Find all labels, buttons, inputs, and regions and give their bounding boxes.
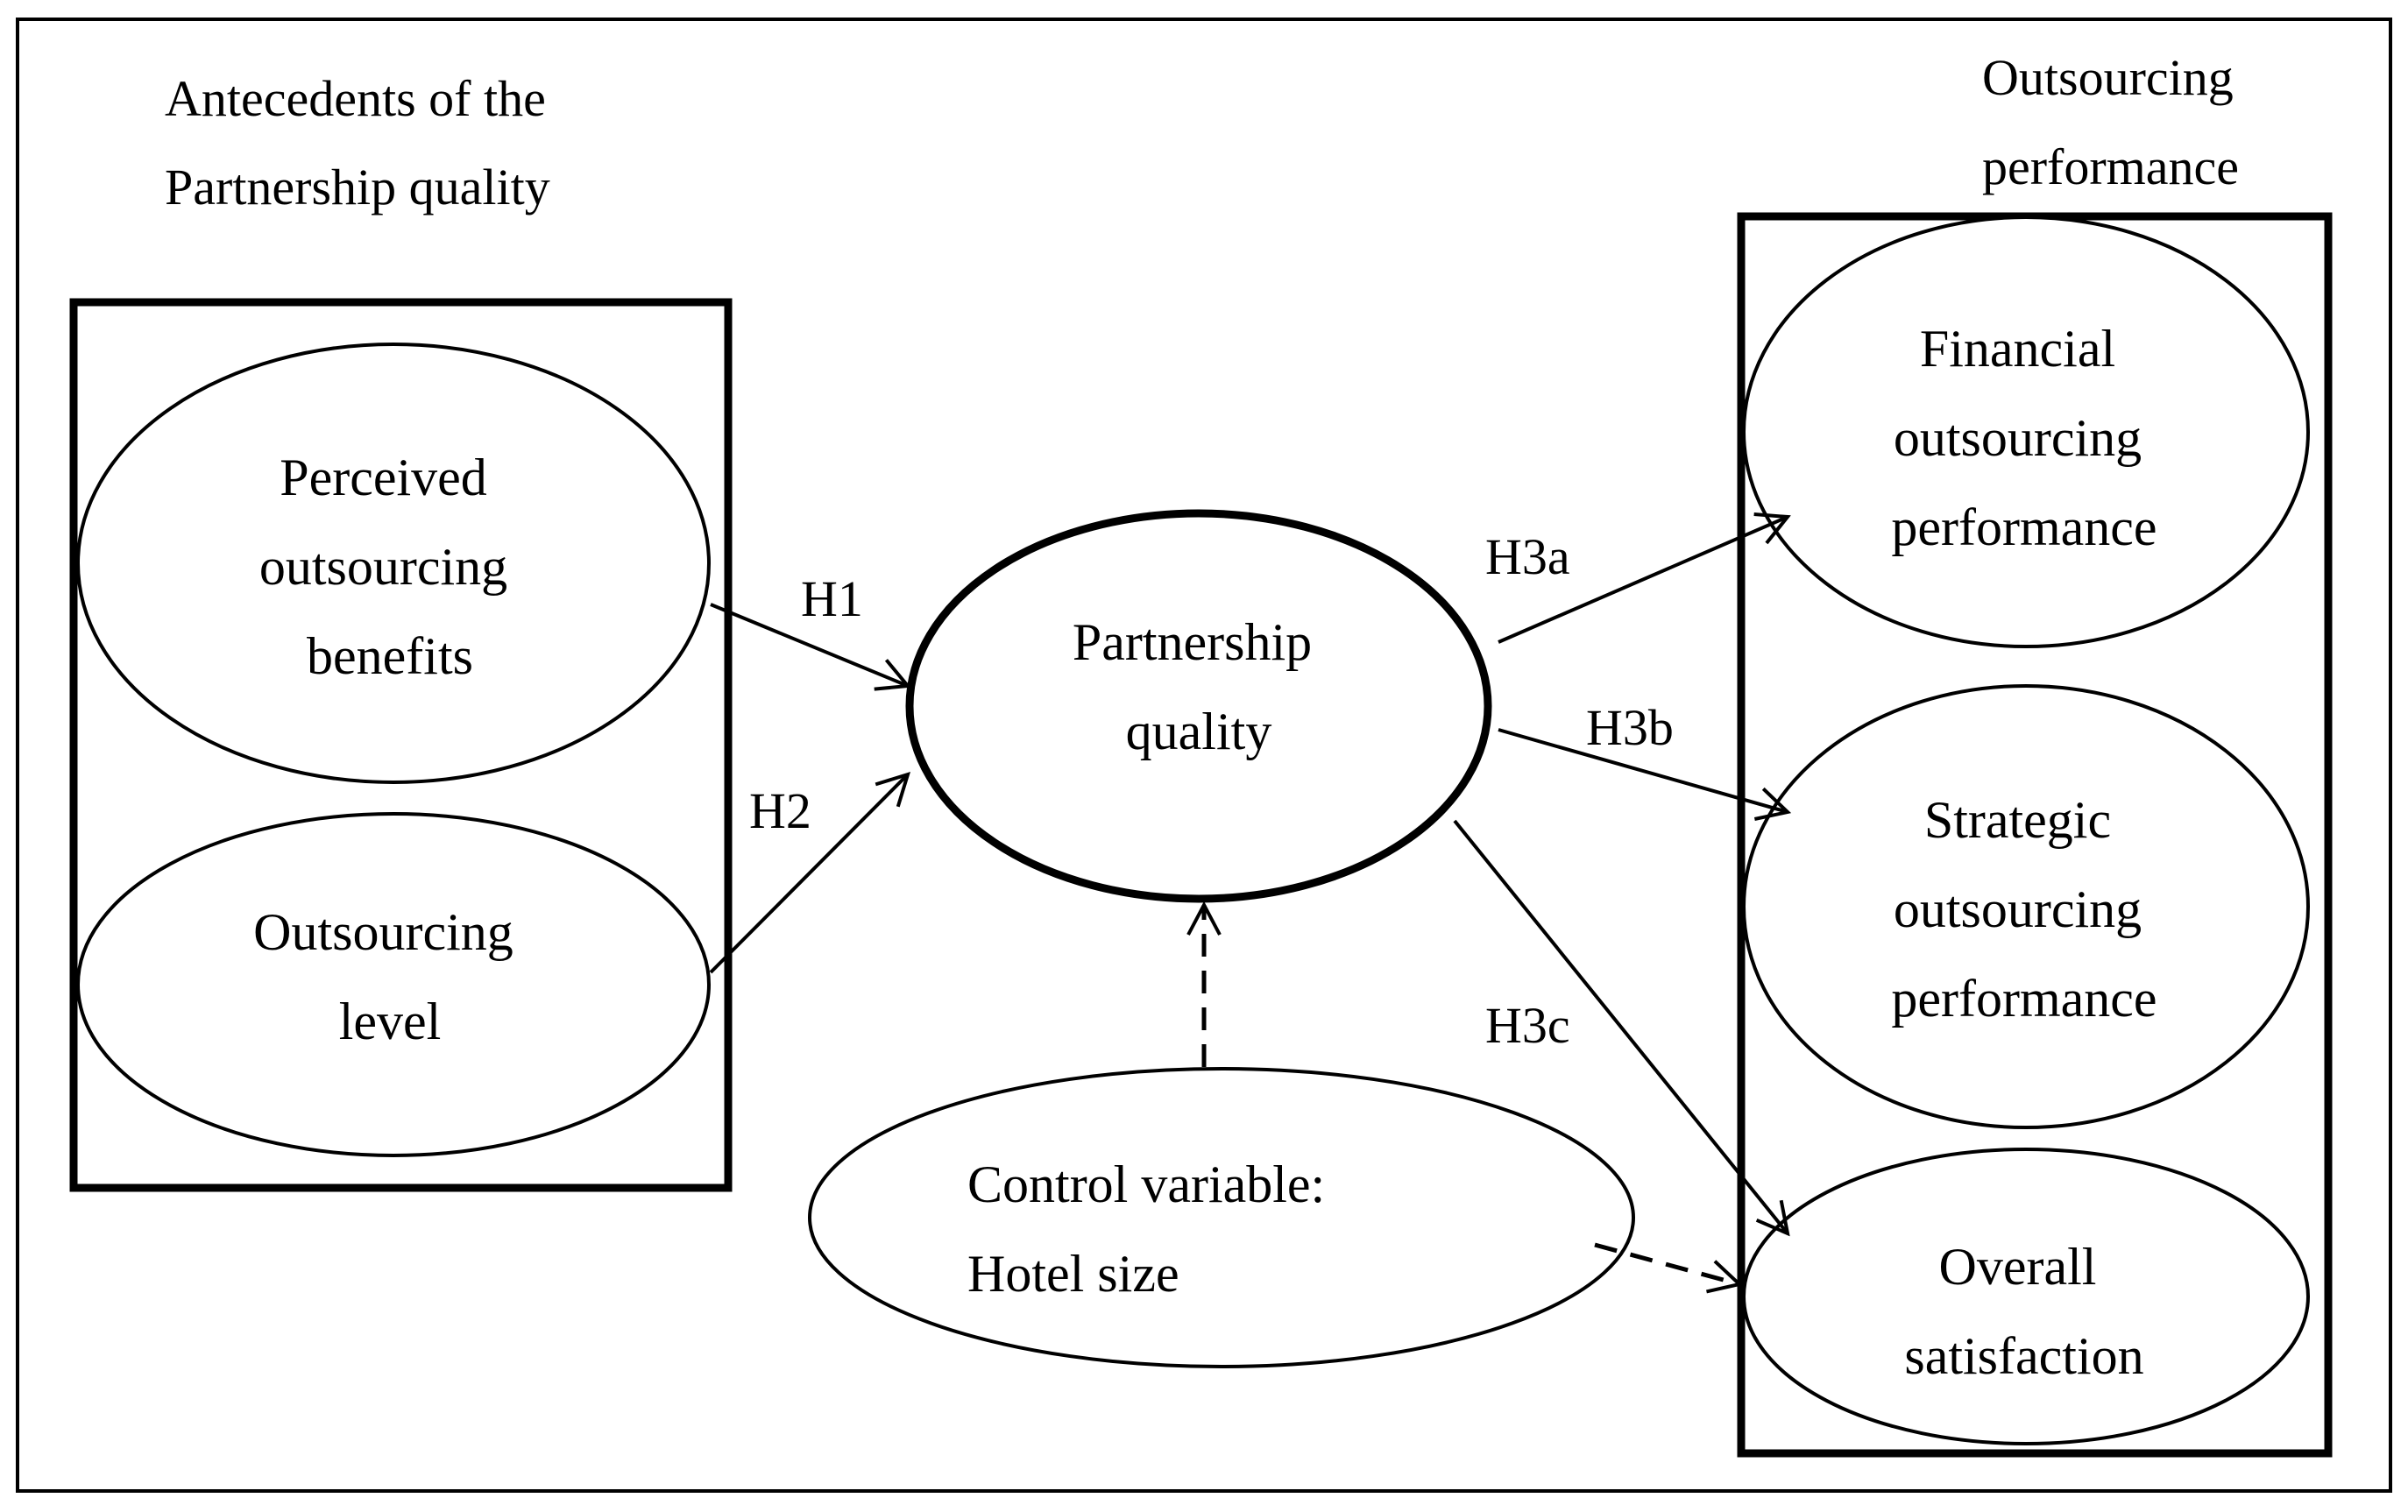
- perceived-benefits-node: [76, 343, 711, 784]
- antecedents-box: [69, 298, 733, 1192]
- h1-label: H1: [801, 570, 863, 627]
- perceived-benefits-label: Perceived outsourcing benefits: [259, 449, 521, 685]
- outsourcing-level-node: [76, 812, 711, 1157]
- antecedents-title: Antecedents of the Partnership quality: [165, 70, 558, 215]
- h3b-arrow: [1498, 728, 1788, 812]
- performance-title-line-2: performance: [1982, 138, 2239, 195]
- outsourcing-level-line-1: Outsourcing: [253, 903, 513, 961]
- perceived-benefits-line-3: benefits: [307, 627, 473, 685]
- partnership-quality-line-1: Partnership: [1073, 613, 1312, 671]
- strategic-performance-line-3: performance: [1891, 970, 2157, 1028]
- partnership-quality-label: Partnership quality: [1073, 613, 1325, 760]
- outsourcing-level-label: Outsourcing level: [253, 903, 527, 1050]
- antecedents-title-line-1: Antecedents of the: [165, 70, 546, 127]
- h3c-label: H3c: [1485, 997, 1570, 1054]
- h3b-label: H3b: [1586, 699, 1674, 756]
- overall-satisfaction-label: Overall satisfaction: [1904, 1238, 2143, 1385]
- financial-performance-node: [1742, 215, 2310, 648]
- partnership-quality-line-2: quality: [1126, 703, 1272, 760]
- performance-title: Outsourcing performance: [1982, 49, 2246, 195]
- h1-arrow: [710, 603, 908, 686]
- h2-label: H2: [749, 782, 811, 839]
- partnership-quality-node: [905, 509, 1492, 903]
- outsourcing-level-line-2: level: [339, 993, 442, 1050]
- control-variable-line-2: Hotel size: [967, 1245, 1179, 1303]
- control-variable-label: Control variable: Hotel size: [967, 1155, 1338, 1303]
- strategic-performance-line-2: outsourcing: [1894, 880, 2142, 938]
- strategic-performance-label: Strategic outsourcing performance: [1891, 791, 2157, 1028]
- overall-satisfaction-node: [1742, 1148, 2310, 1445]
- control-variable-line-1: Control variable:: [967, 1155, 1325, 1213]
- h2-arrow: [709, 774, 908, 974]
- h3c-arrow: [1453, 819, 1788, 1233]
- overall-satisfaction-line-1: Overall: [1939, 1238, 2097, 1296]
- h3a-label: H3a: [1485, 528, 1570, 585]
- h3a-arrow: [1498, 517, 1788, 644]
- strategic-performance-node: [1742, 684, 2310, 1129]
- perceived-benefits-line-1: Perceived: [280, 449, 487, 506]
- perceived-benefits-line-2: outsourcing: [259, 538, 507, 596]
- financial-performance-line-2: outsourcing: [1894, 409, 2142, 467]
- control-variable-node: [808, 1067, 1635, 1368]
- antecedents-title-line-2: Partnership quality: [165, 159, 550, 215]
- performance-title-line-1: Outsourcing: [1982, 49, 2234, 106]
- outer-frame: [16, 18, 2392, 1493]
- strategic-performance-line-1: Strategic: [1924, 791, 2111, 849]
- financial-performance-label: Financial outsourcing performance: [1891, 320, 2157, 556]
- overall-satisfaction-line-2: satisfaction: [1904, 1327, 2143, 1385]
- control-to-satisfaction-arrow: [1594, 1242, 1739, 1284]
- financial-performance-line-3: performance: [1891, 498, 2157, 556]
- financial-performance-line-1: Financial: [1920, 320, 2115, 378]
